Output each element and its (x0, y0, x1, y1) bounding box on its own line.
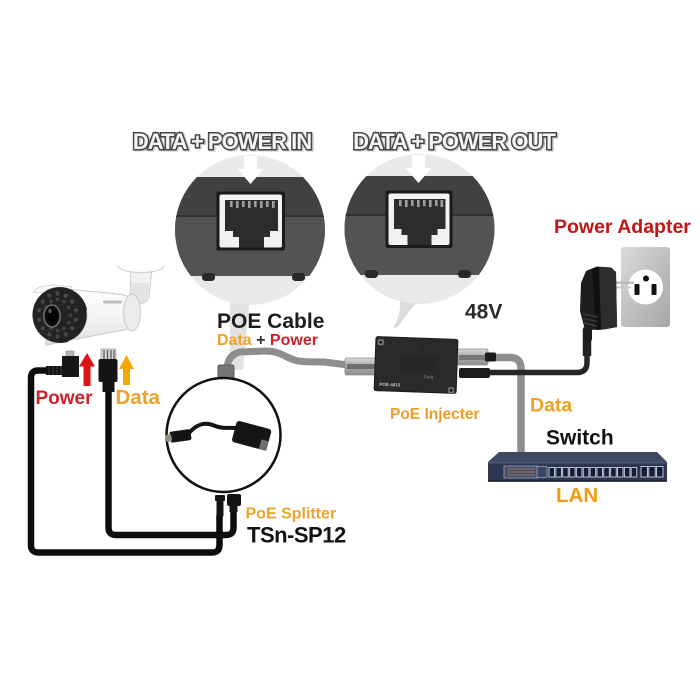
svg-text:Power: Power (36, 388, 94, 409)
svg-text:Data: Data (424, 374, 434, 379)
svg-text:Data + Power: Data + Power (217, 332, 318, 349)
svg-text:DATA + POWER IN: DATA + POWER IN (133, 129, 311, 154)
svg-text:DATA + POWER OUT: DATA + POWER OUT (355, 130, 558, 155)
svg-text:DATA + POWER OUT: DATA + POWER OUT (353, 129, 556, 154)
svg-text:DATA + POWER IN: DATA + POWER IN (134, 130, 312, 155)
svg-text:Switch: Switch (546, 427, 614, 450)
svg-text:Data: Data (530, 395, 572, 417)
svg-text:TSn-SP12: TSn-SP12 (247, 523, 346, 548)
svg-text:Power Adapter: Power Adapter (554, 216, 691, 238)
svg-text:LAN: LAN (556, 484, 598, 507)
svg-text:POE-4810: POE-4810 (379, 382, 401, 388)
svg-text:POE Cable: POE Cable (217, 310, 324, 333)
svg-text:Data: Data (116, 386, 161, 409)
svg-text:PoE Splitter: PoE Splitter (246, 506, 337, 523)
svg-text:PoE Injecter: PoE Injecter (390, 406, 480, 423)
svg-text:48V: 48V (465, 301, 502, 324)
